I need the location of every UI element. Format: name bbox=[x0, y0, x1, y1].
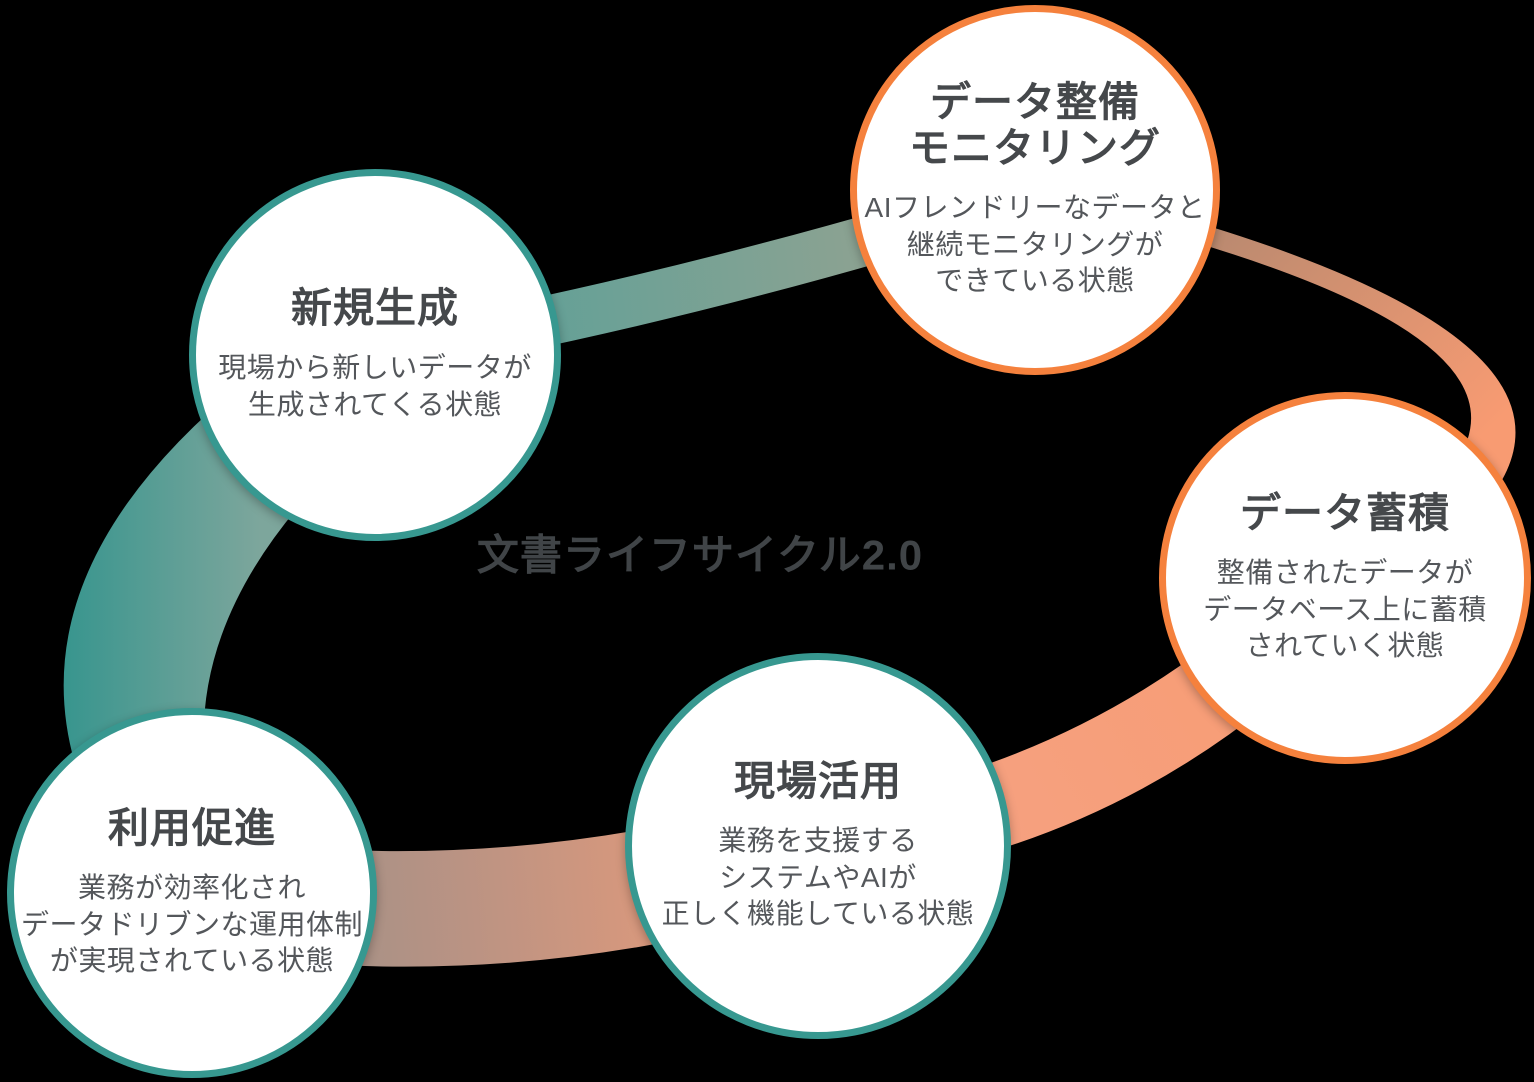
node-title: データ蓄積 bbox=[1240, 490, 1450, 537]
node-description: 業務が効率化され データドリブンな運用体制 が実現されている状態 bbox=[21, 870, 363, 980]
node-description: 整備されたデータが データベース上に蓄積 されていく状態 bbox=[1203, 555, 1487, 665]
ring-segment-right bbox=[1033, 180, 1516, 601]
node-title-line: データ蓄積 bbox=[1240, 490, 1450, 537]
node-body-line: 業務が効率化され bbox=[77, 871, 306, 903]
node-description: 業務を支援する システムやAIが 正しく機能している状態 bbox=[662, 823, 975, 933]
node-title: 利用促進 bbox=[108, 805, 276, 852]
node-body-line: できている状態 bbox=[935, 265, 1135, 297]
node-data-chikuseki: データ蓄積 整備されたデータが データベース上に蓄積 されていく状態 bbox=[1159, 392, 1531, 764]
node-description: 現場から新しいデータが 生成されてくる状態 bbox=[218, 350, 532, 423]
node-body-line: AIフレンドリーなデータと bbox=[864, 191, 1206, 223]
node-body-line: 生成されてくる状態 bbox=[247, 388, 503, 420]
node-title-line: データ整備 bbox=[930, 79, 1140, 126]
node-genba-katsuyo: 現場活用 業務を支援する システムやAIが 正しく機能している状態 bbox=[625, 653, 1011, 1039]
diagram-center-title: 文書ライフサイクル2.0 bbox=[476, 531, 924, 579]
node-title-line: 利用促進 bbox=[108, 805, 276, 852]
node-body-line: システムやAIが bbox=[719, 861, 917, 893]
node-description: AIフレンドリーなデータと 継続モニタリングが できている状態 bbox=[865, 190, 1206, 300]
node-body-line: 正しく機能している状態 bbox=[661, 898, 975, 930]
node-body-line: 継続モニタリングが bbox=[906, 228, 1164, 260]
node-title: 新規生成 bbox=[291, 285, 459, 332]
node-riyo-sokushin: 利用促進 業務が効率化され データドリブンな運用体制 が実現されている状態 bbox=[7, 708, 377, 1078]
node-title-line: 新規生成 bbox=[291, 285, 459, 332]
node-body-line: データベース上に蓄積 bbox=[1203, 593, 1487, 625]
node-body-line: が実現されている状態 bbox=[49, 945, 335, 977]
node-body-line: データドリブンな運用体制 bbox=[20, 908, 363, 940]
node-body-line: 現場から新しいデータが bbox=[218, 352, 532, 384]
node-data-seibi-monitoring: データ整備 モニタリング AIフレンドリーなデータと 継続モニタリングが できて… bbox=[850, 5, 1220, 375]
node-shinki-seisei: 新規生成 現場から新しいデータが 生成されてくる状態 bbox=[189, 169, 561, 541]
node-body-line: 業務を支援する bbox=[718, 824, 918, 856]
node-body-line: 整備されたデータが bbox=[1216, 556, 1474, 588]
node-title-line: モニタリング bbox=[909, 124, 1161, 171]
node-title-line: 現場活用 bbox=[734, 758, 902, 805]
node-title: データ整備 モニタリング bbox=[909, 79, 1161, 172]
node-title: 現場活用 bbox=[734, 758, 902, 805]
node-body-line: されていく状態 bbox=[1245, 630, 1445, 662]
